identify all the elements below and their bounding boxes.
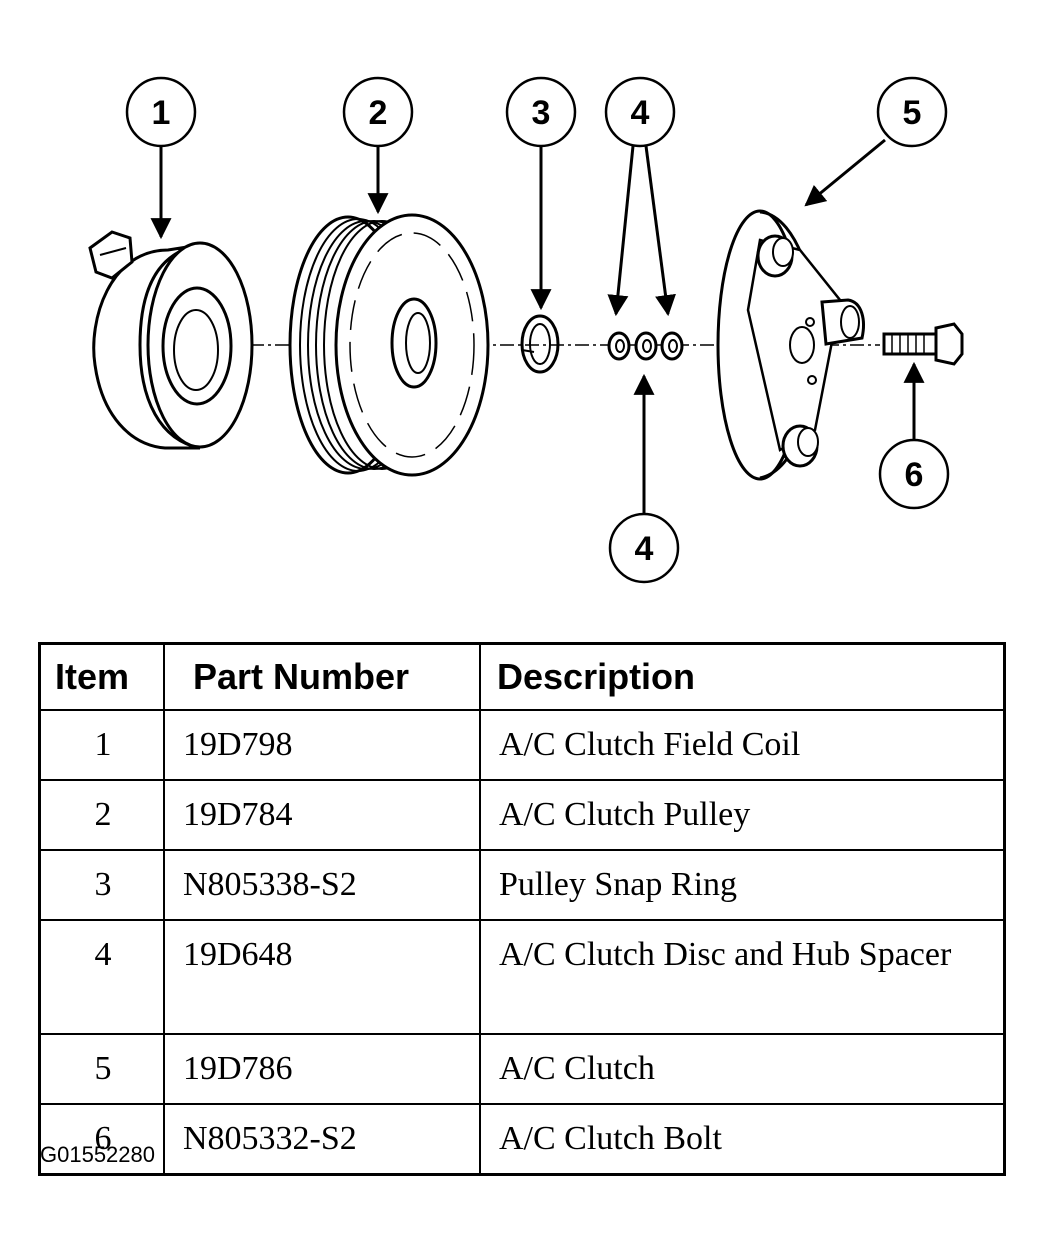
callout-4-top-label: 4: [631, 94, 650, 132]
cell-part-number: N805332-S2: [163, 1103, 481, 1176]
cell-part-number: 19D784: [163, 779, 481, 851]
table-row: 3 N805338-S2 Pulley Snap Ring: [38, 849, 1006, 921]
header-description: Description: [479, 642, 1006, 711]
cell-description: A/C Clutch Field Coil: [479, 709, 1006, 781]
table-row: 5 19D786 A/C Clutch: [38, 1033, 1006, 1105]
callout-5-label: 5: [903, 94, 922, 132]
cell-item: 3: [38, 849, 165, 921]
table-row: 4 19D648 A/C Clutch Disc and Hub Spacer: [38, 919, 1006, 1035]
callout-2-label: 2: [369, 94, 388, 132]
table-row: 2 19D784 A/C Clutch Pulley: [38, 779, 1006, 851]
cell-item: 2: [38, 779, 165, 851]
cell-item: 6: [38, 1103, 165, 1176]
cell-description: A/C Clutch Disc and Hub Spacer: [479, 919, 1006, 1035]
snap-ring-part: [520, 314, 560, 374]
callout-5: 5: [876, 76, 948, 148]
cell-part-number: 19D786: [163, 1033, 481, 1105]
cell-item: 5: [38, 1033, 165, 1105]
cell-part-number: N805338-S2: [163, 849, 481, 921]
clutch-disc-hub-part: [716, 209, 865, 481]
table-row: 1 19D798 A/C Clutch Field Coil: [38, 709, 1006, 781]
callout-1-label: 1: [152, 94, 171, 132]
parts-table: Item Part Number Description 1 19D798 A/…: [38, 642, 1006, 1176]
callout-4-bottom: 4: [608, 512, 680, 584]
callout-3-label: 3: [532, 94, 551, 132]
callout-6: 6: [878, 438, 950, 510]
cell-part-number: 19D648: [163, 919, 481, 1035]
cell-description: A/C Clutch Pulley: [479, 779, 1006, 851]
cell-description: Pulley Snap Ring: [479, 849, 1006, 921]
table-header-row: Item Part Number Description: [38, 642, 1006, 711]
cell-part-number: 19D798: [163, 709, 481, 781]
cell-description: A/C Clutch: [479, 1033, 1006, 1105]
callout-4-bottom-label: 4: [635, 530, 654, 568]
cell-description: A/C Clutch Bolt: [479, 1103, 1006, 1176]
callout-4-top: 4: [604, 76, 676, 148]
cell-item: 4: [38, 919, 165, 1035]
header-part-number: Part Number: [163, 642, 481, 711]
header-item: Item: [38, 642, 165, 711]
hub-spacer-parts: [607, 331, 684, 361]
leader-arrows: [150, 138, 925, 514]
callout-2: 2: [342, 76, 414, 148]
callout-3: 3: [505, 76, 577, 148]
figure-id: G01552280: [40, 1142, 155, 1167]
field-coil-part: [88, 230, 254, 450]
exploded-clutch-diagram: 1 2 3 4 4 5 6: [88, 76, 964, 584]
cell-item: 1: [38, 709, 165, 781]
callout-1: 1: [125, 76, 197, 148]
callout-6-label: 6: [905, 456, 924, 494]
table-row: 6 N805332-S2 A/C Clutch Bolt: [38, 1103, 1006, 1176]
clutch-bolt-part: [882, 322, 964, 366]
pulley-part: [288, 213, 490, 477]
